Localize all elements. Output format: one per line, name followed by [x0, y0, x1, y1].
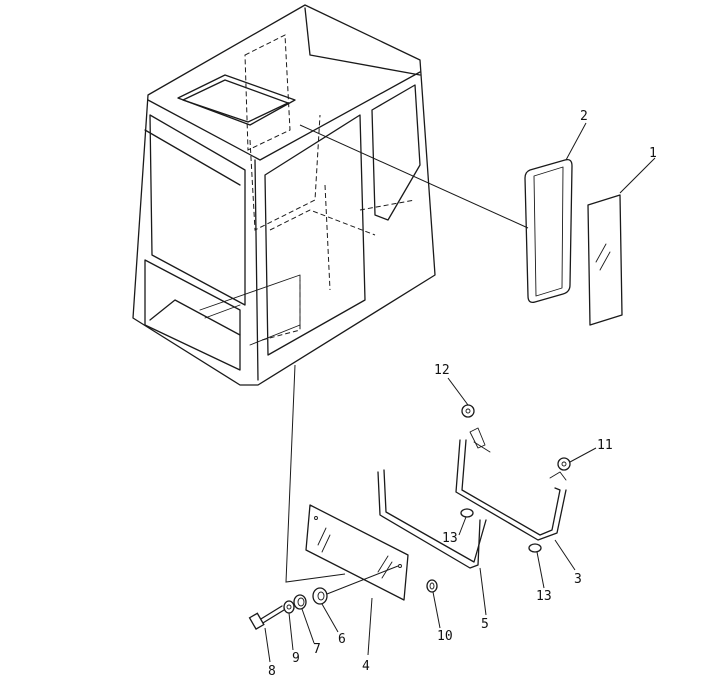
washer-part-13b [528, 543, 542, 553]
operator-cab [132, 4, 436, 386]
rod-part-5 [377, 469, 487, 569]
callout-4: 4 [362, 659, 370, 674]
nut-part-10 [426, 579, 438, 593]
washer-part-9 [283, 600, 295, 614]
callout-13b: 13 [536, 589, 552, 604]
callout-7: 7 [313, 642, 321, 657]
callout-5: 5 [481, 617, 489, 632]
callout-labels: 1 2 3 4 5 6 7 8 9 10 11 12 13 13 [268, 109, 657, 677]
bolt-part-8 [248, 605, 285, 630]
frame-part-3 [455, 427, 567, 541]
callout-13a: 13 [442, 531, 458, 546]
callout-9: 9 [292, 651, 300, 666]
side-glass-part-1 [587, 194, 623, 326]
nut-part-11 [557, 457, 571, 471]
callout-1: 1 [649, 146, 657, 161]
nut-part-12 [461, 404, 475, 418]
window-seal-part-2 [524, 158, 573, 304]
callout-6: 6 [338, 632, 346, 647]
callout-10: 10 [437, 629, 453, 644]
callout-2: 2 [580, 109, 588, 124]
collar-part-7 [293, 594, 307, 610]
nut-part-6 [312, 587, 328, 605]
washer-part-13a [460, 508, 474, 518]
callout-8: 8 [268, 664, 276, 677]
callout-3: 3 [574, 572, 582, 587]
leader-lines [264, 122, 656, 663]
callout-12: 12 [434, 363, 450, 378]
front-glass-part-4 [305, 504, 409, 601]
callout-11: 11 [597, 438, 613, 453]
